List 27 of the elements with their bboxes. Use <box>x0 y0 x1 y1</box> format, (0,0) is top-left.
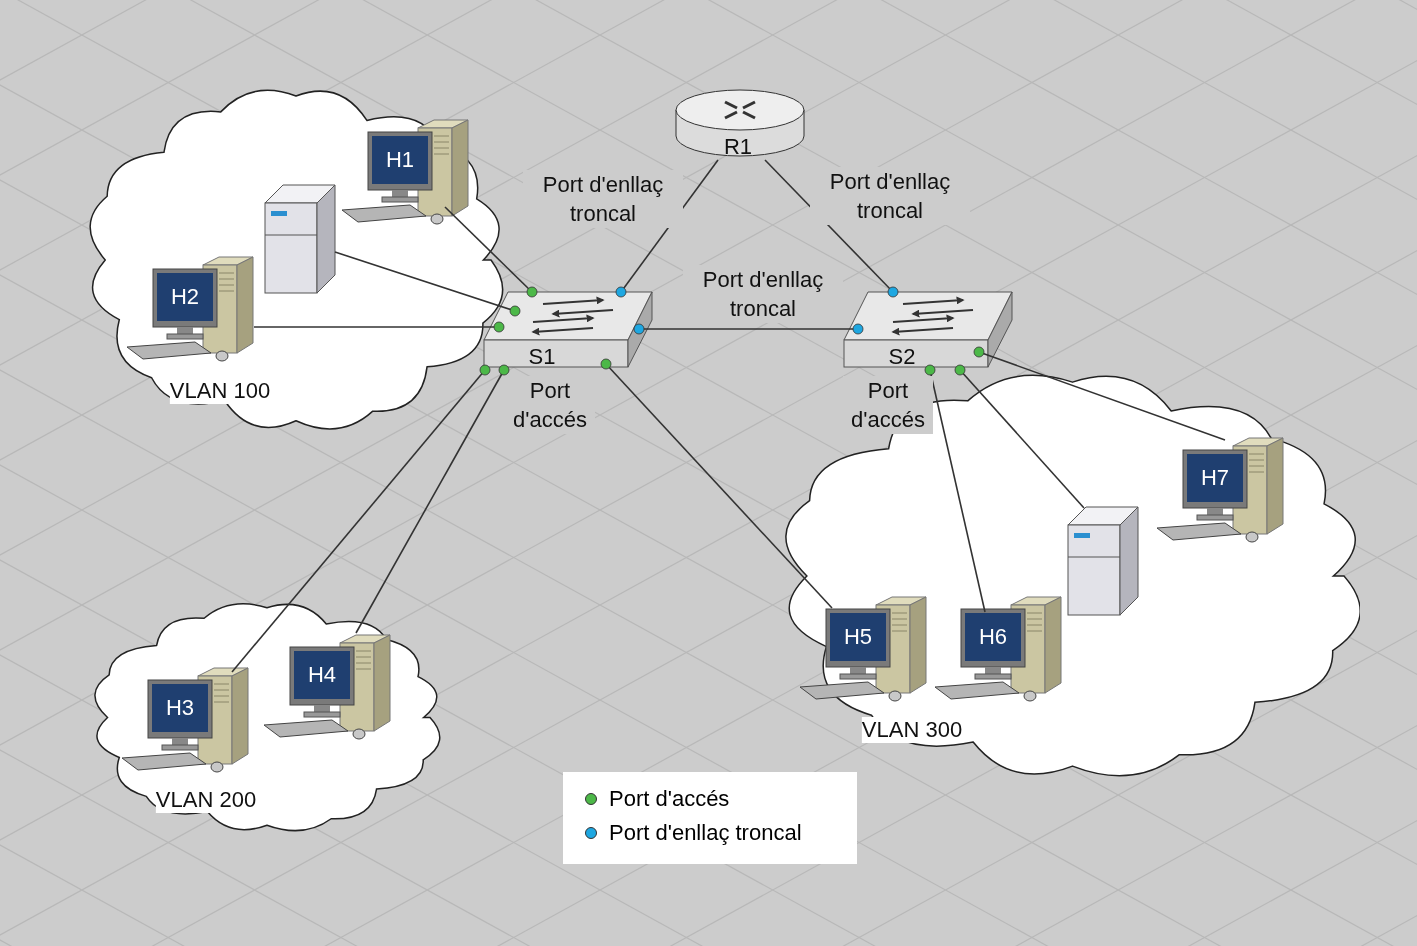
network-link <box>954 364 1085 509</box>
host-label: H4 <box>307 662 337 688</box>
vlan-label: VLAN 300 <box>861 717 963 743</box>
legend-label: Port d'enllaç troncal <box>609 820 802 846</box>
network-link <box>633 323 864 335</box>
edge-label: Port d'enllaç troncal <box>810 167 970 225</box>
network-link <box>973 346 1226 441</box>
device-label: S1 <box>528 344 556 370</box>
network-link <box>355 364 510 634</box>
host-label: H1 <box>385 147 415 173</box>
host-label: H2 <box>170 284 200 310</box>
host-label: H7 <box>1200 465 1230 491</box>
device-label: R1 <box>723 134 753 160</box>
edge-label: Port d'enllaç troncal <box>683 265 843 323</box>
host-label: H6 <box>978 624 1008 650</box>
host-label: H5 <box>843 624 873 650</box>
host-label: H3 <box>165 695 195 721</box>
network-link <box>334 251 521 317</box>
network-link <box>924 364 986 613</box>
edge-label: Port d'enllaç troncal <box>523 170 683 228</box>
device-label: S2 <box>888 344 916 370</box>
network-link <box>600 358 833 609</box>
port-note: Port d'accés <box>843 376 933 434</box>
network-link <box>444 206 538 298</box>
legend-label: Port d'accés <box>609 786 730 812</box>
network-link <box>253 321 505 333</box>
network-link <box>231 364 491 673</box>
